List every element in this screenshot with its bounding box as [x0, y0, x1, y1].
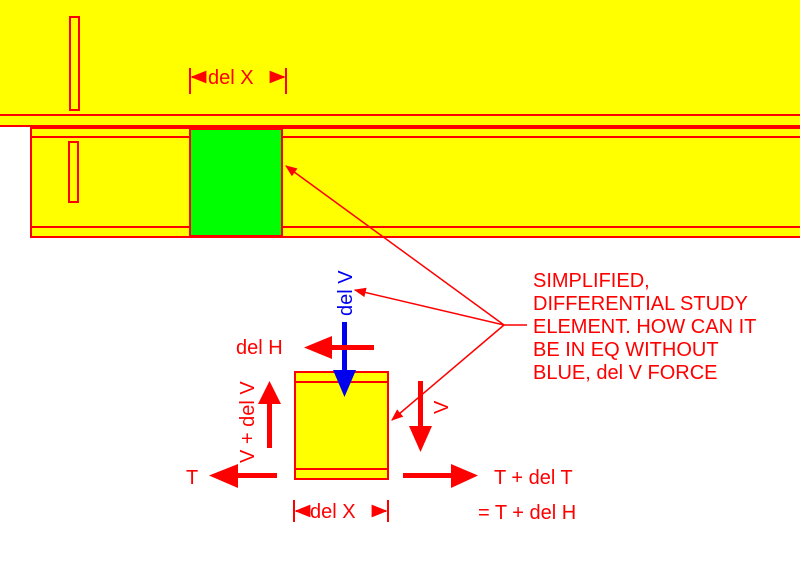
t-plus-del-t-arrow — [403, 464, 478, 488]
t-plus-del-h-label: = T + del H — [478, 502, 576, 524]
v-label: V — [431, 400, 453, 414]
top-del-x-label: del X — [208, 67, 254, 89]
t-plus-del-t-label: T + del T — [494, 467, 573, 489]
annotation-line-2: DIFFERENTIAL STUDY — [533, 293, 748, 315]
annotation-line-5: BLUE, del V FORCE — [533, 362, 718, 384]
annotation-line-1: SIMPLIFIED, — [533, 270, 650, 292]
top-slot — [69, 16, 80, 111]
annotation-text: SIMPLIFIED, DIFFERENTIAL STUDY ELEMENT. … — [533, 270, 756, 384]
v-plus-del-v-label: V + del V — [237, 381, 259, 463]
del-v-label: del V — [335, 270, 357, 316]
v-plus-del-v-arrow — [258, 381, 281, 448]
top-slab — [0, 0, 800, 116]
t-arrow — [209, 464, 277, 488]
bottom-del-x-label: del X — [310, 501, 356, 523]
top-del-x-dimension — [189, 68, 287, 94]
annotation-leaders — [285, 165, 527, 421]
del-h-label: del H — [236, 337, 283, 359]
slab-lower-strip — [0, 114, 800, 127]
bottom-del-x-dimension — [293, 500, 389, 522]
del-h-arrow — [304, 336, 374, 359]
t-label: T — [186, 467, 198, 489]
annotation-line-4: BE IN EQ WITHOUT — [533, 339, 719, 361]
study-element-highlight — [189, 128, 283, 237]
v-arrow — [409, 381, 432, 452]
lower-slot — [68, 141, 79, 203]
lower-beam — [30, 127, 800, 238]
annotation-line-3: ELEMENT. HOW CAN IT — [533, 316, 756, 338]
